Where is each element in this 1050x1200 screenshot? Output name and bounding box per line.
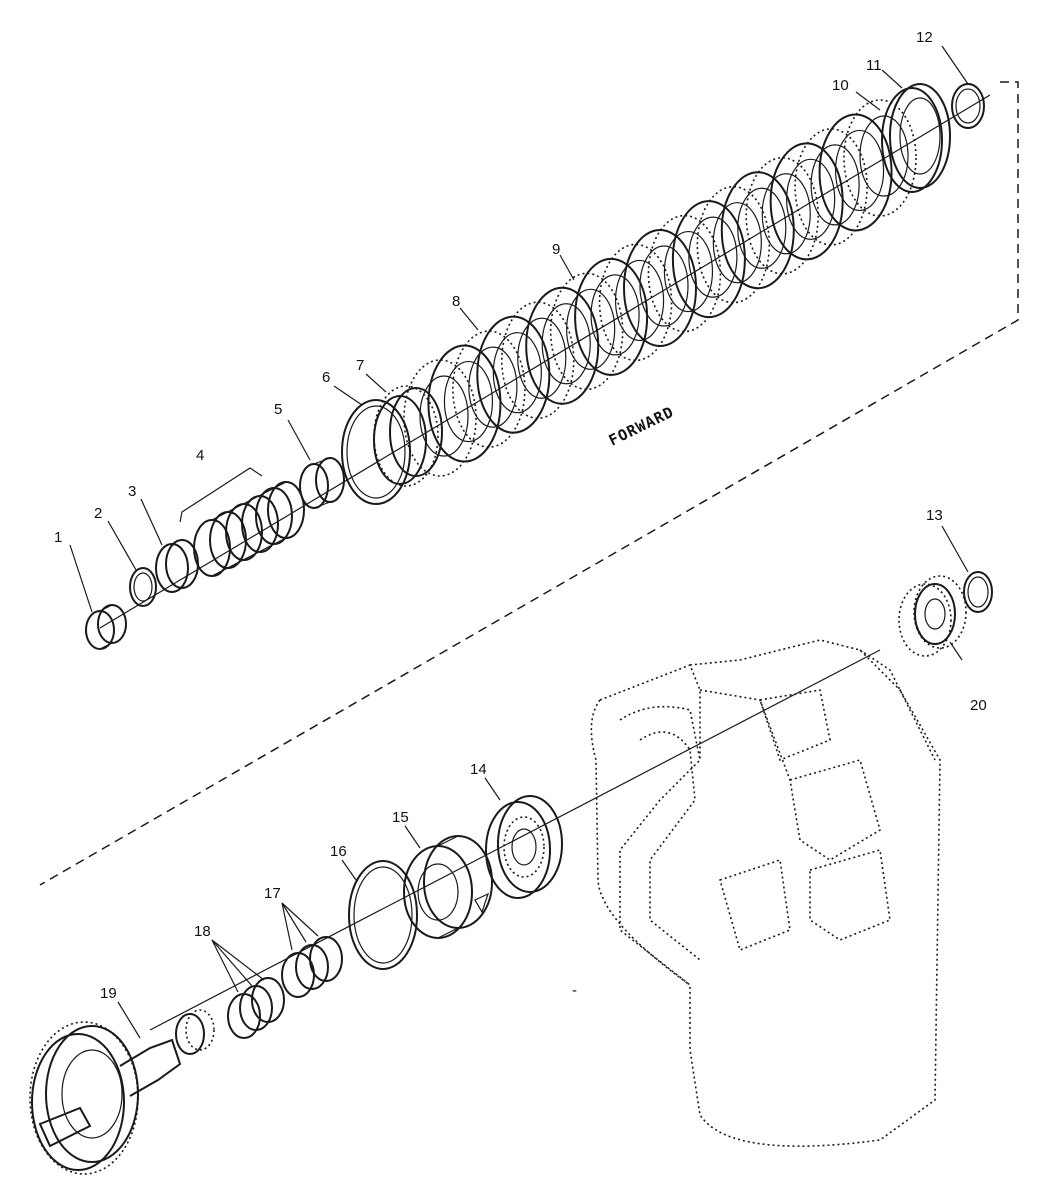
part-4-spring-pack: [193, 481, 305, 577]
clutch-plate: [525, 286, 600, 405]
part-13-snap-ring: [963, 571, 993, 613]
part-label-9: 9: [552, 241, 560, 258]
part-label-19: 19: [100, 985, 117, 1002]
clutch-plate-bore: [786, 158, 836, 240]
clutch-plate: [623, 229, 697, 347]
part-4-bracket: [179, 467, 263, 523]
clutch-plate: [452, 330, 526, 448]
part-5-collar: [299, 457, 345, 509]
part-label-4: 4: [196, 447, 204, 464]
part-label-13: 13: [926, 507, 943, 524]
part-label-20: 20: [970, 697, 987, 714]
part-number-labels: 1 2 3 4 5 6 7 8 9 10 11 12 13 14 15 16 1…: [54, 29, 987, 1002]
part-label-11: 11: [866, 57, 882, 74]
clutch-plate: [574, 257, 649, 376]
clutch-plate: [769, 142, 844, 261]
part-18-seal-rings: [227, 977, 285, 1039]
part-label-3: 3: [128, 483, 136, 500]
clutch-plate: [403, 359, 477, 477]
clutch-plate: [647, 214, 722, 333]
part-label-10: 10: [832, 77, 849, 94]
part-label-1: 1: [54, 529, 62, 546]
part-label-15: 15: [392, 809, 409, 826]
part-label-16: 16: [330, 843, 347, 860]
forward-direction-label: FORWARD: [606, 403, 677, 450]
transmission-housing: [590, 639, 941, 1147]
clutch-plate: [745, 156, 820, 275]
boundary-dashed-line: [39, 81, 1019, 886]
part-11-end-plate: [881, 83, 951, 193]
clutch-plate-bore: [443, 360, 494, 443]
part-2-snap-ring: [129, 567, 157, 607]
part-17-seal-rings: [281, 936, 343, 998]
clutch-plate: [818, 113, 893, 232]
clutch-plate: [843, 99, 917, 217]
clutch-plate-bore: [419, 375, 469, 457]
part-label-2: 2: [94, 505, 102, 522]
clutch-plate-bore: [688, 216, 738, 298]
part-12-snap-ring: [951, 83, 985, 129]
part-label-18: 18: [194, 923, 211, 940]
lower-axis-line: [149, 649, 881, 1031]
clutch-plate: [696, 185, 771, 304]
clutch-plate-bore: [834, 129, 885, 212]
clutch-plate-bore: [663, 230, 714, 313]
clutch-plate: [427, 344, 502, 463]
clutch-plate: [720, 171, 795, 290]
part-6-large-ring: [341, 399, 411, 505]
clutch-plate-bore: [590, 274, 640, 356]
clutch-plate: [500, 301, 575, 420]
clutch-plate: [598, 243, 673, 362]
part-label-14: 14: [470, 761, 487, 778]
part-14-bearing: [485, 795, 563, 899]
part-15-piston-hub: [403, 835, 493, 939]
clutch-plate-bore: [712, 202, 762, 284]
clutch-plate-bore: [492, 332, 542, 414]
part-label-7: 7: [356, 357, 364, 374]
clutch-plate-bore: [639, 245, 689, 327]
part-label-12: 12: [916, 29, 933, 46]
clutch-plate-bore: [468, 346, 518, 428]
clutch-plate-bore: [541, 303, 591, 385]
leader-lines: [69, 45, 969, 1039]
part-16-seal-ring: [348, 860, 418, 970]
part-label-17: 17: [264, 885, 281, 902]
part-label-8: 8: [452, 293, 460, 310]
clutch-plate-bore: [614, 259, 665, 342]
clutch-plate: [476, 315, 551, 434]
part-19-shaft-carrier: [29, 1009, 215, 1175]
clutch-plate-bore: [859, 115, 909, 197]
clutch-plate-bore: [737, 187, 787, 269]
clutch-plate: [671, 200, 746, 319]
stray-mark: -: [572, 982, 577, 999]
clutch-plate-bore: [517, 317, 567, 399]
part-label-6: 6: [322, 369, 330, 386]
clutch-plate: [794, 128, 868, 246]
part-20-gear: [898, 575, 967, 657]
part-1-roller-bearing: [85, 604, 127, 650]
clutch-plate: [549, 272, 624, 391]
clutch-plate-bore: [810, 144, 860, 226]
clutch-plate-bore: [761, 173, 811, 255]
part-label-5: 5: [274, 401, 282, 418]
clutch-plate-bore: [566, 288, 616, 370]
part-3-ring: [155, 539, 199, 593]
part-7-hub: [373, 385, 443, 487]
part-9-clutch-plate-stack: [403, 99, 917, 477]
